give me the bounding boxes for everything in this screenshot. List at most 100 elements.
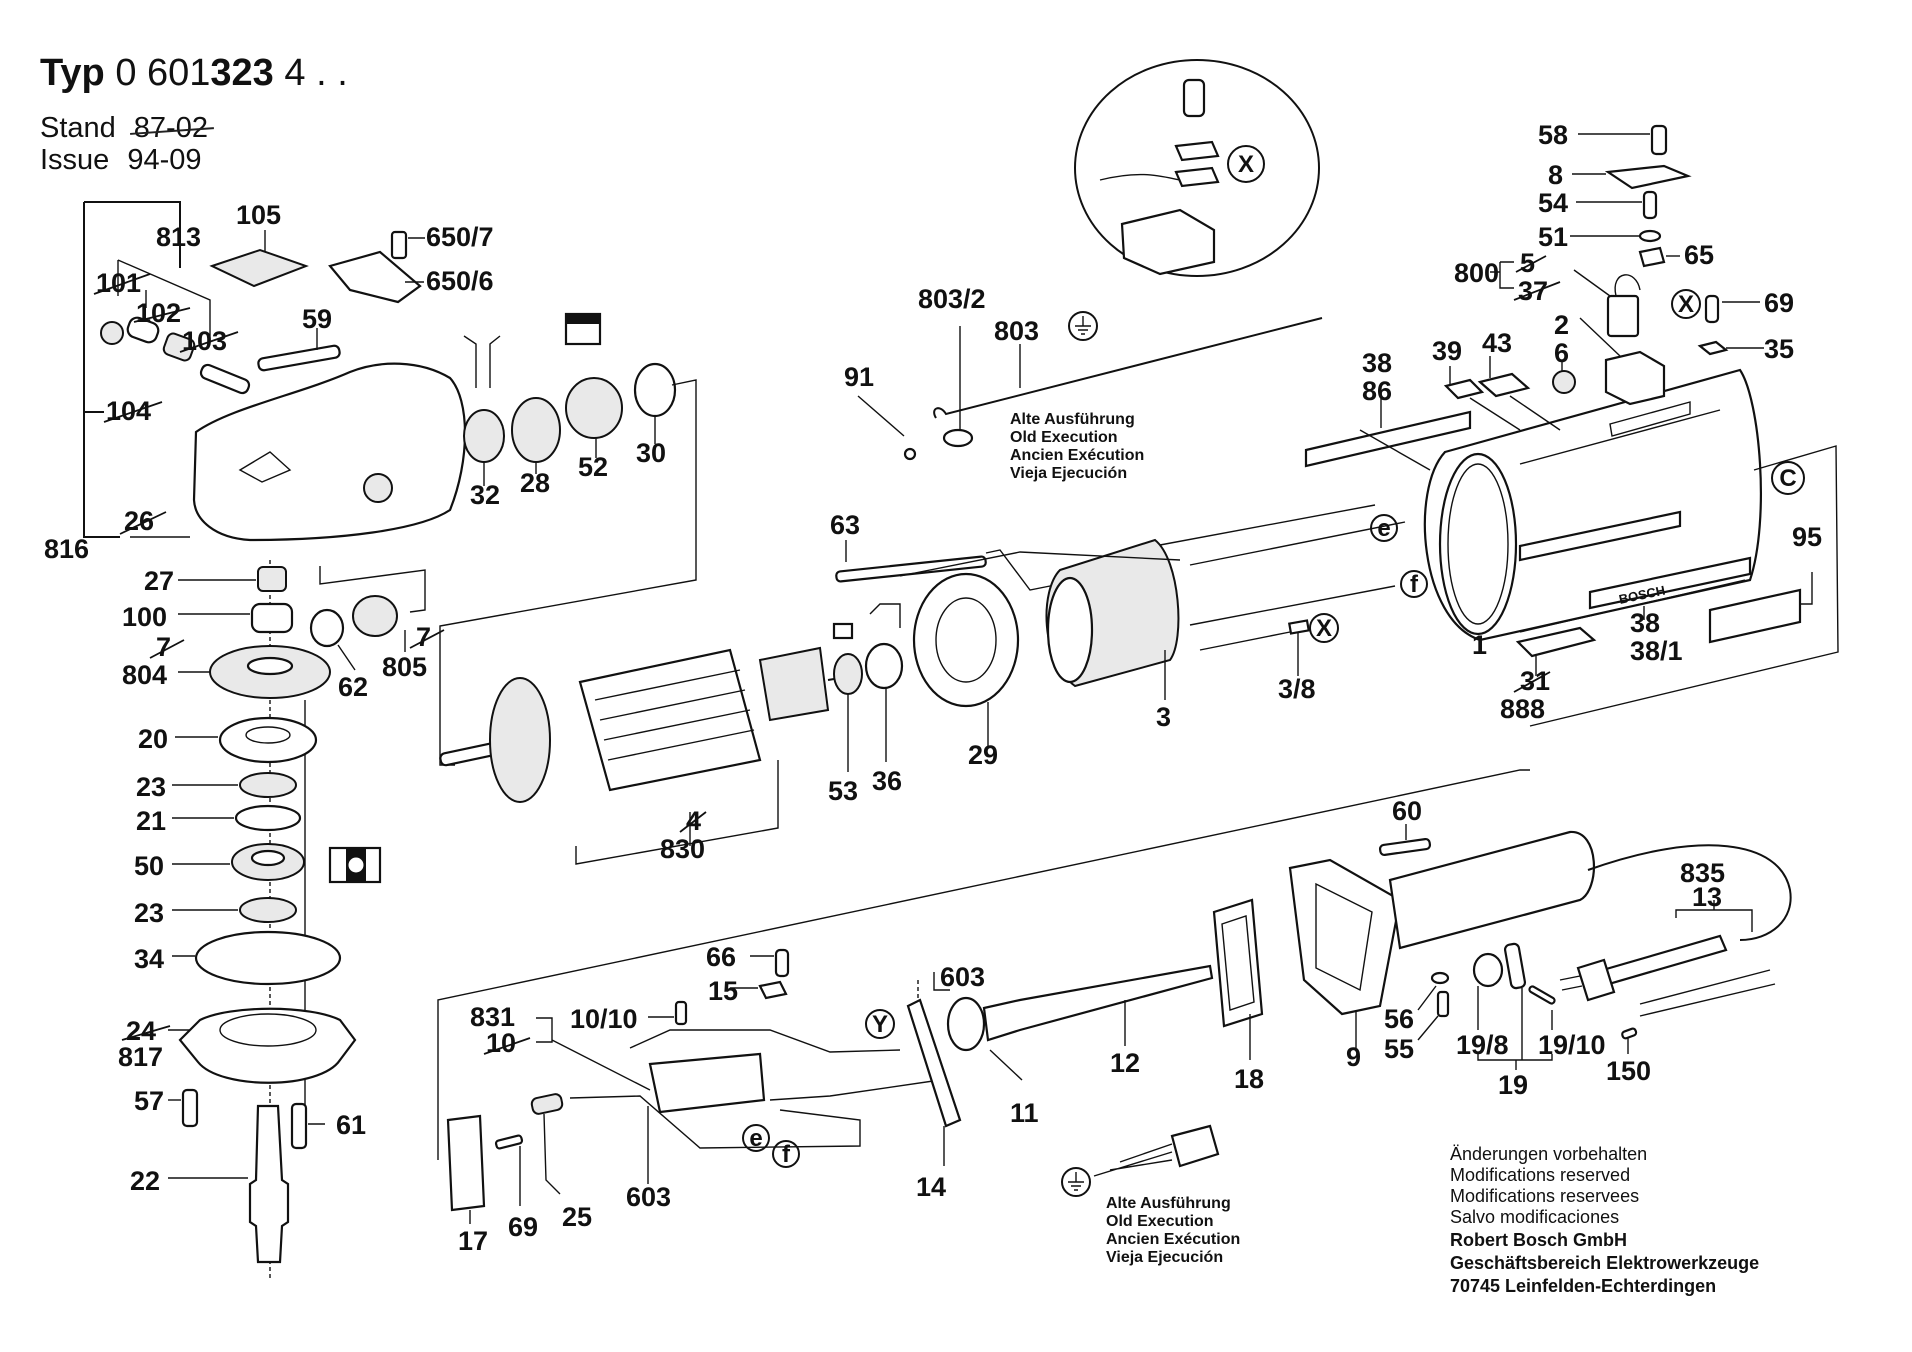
leader-11 xyxy=(989,1049,1023,1081)
plug-pins xyxy=(1559,975,1583,991)
part-9-handle-body xyxy=(1388,830,1596,950)
detail-screw xyxy=(1182,78,1206,118)
detail-x-circle xyxy=(1074,59,1320,277)
part-59-screw xyxy=(257,344,341,372)
callout-x-circle-2 xyxy=(1671,289,1701,319)
label-69-lower: 69 xyxy=(508,1212,538,1242)
stator-group xyxy=(899,504,1406,700)
part-53-bearing xyxy=(833,653,863,695)
label-100: 100 xyxy=(122,602,167,632)
callout-f-circle-2 xyxy=(772,1140,800,1168)
part-66-screw xyxy=(774,948,790,978)
part-22-spindle xyxy=(248,1104,290,1264)
housing-vent xyxy=(238,451,292,483)
detail-x-group xyxy=(1074,59,1320,277)
callout-y-text: Y xyxy=(872,1011,888,1038)
part-3-8-terminal xyxy=(1287,619,1311,635)
label-817: 817 xyxy=(118,1042,163,1072)
label-835: 835 xyxy=(1680,858,1725,888)
part-104-sleeve xyxy=(162,332,196,362)
armature-commutator xyxy=(758,646,830,722)
label-57: 57 xyxy=(134,1086,164,1116)
label-34: 34 xyxy=(134,944,164,974)
part-10-switch xyxy=(648,1052,766,1114)
typ-bold-number: 323 xyxy=(210,52,274,94)
ground-wire-group xyxy=(857,311,1323,461)
callout-c: C xyxy=(1771,461,1805,495)
label-54: 54 xyxy=(1538,188,1568,218)
part-51-washer xyxy=(1638,229,1662,243)
strike-103 xyxy=(179,331,239,353)
callout-y: Y xyxy=(865,1009,895,1039)
part-39-label xyxy=(1443,378,1485,400)
detail-wire xyxy=(1099,173,1181,181)
label-102-struck: 102 xyxy=(136,298,181,328)
callout-c-circle xyxy=(1771,461,1805,495)
note-bottom-line-en: Old Execution xyxy=(1106,1213,1214,1230)
stand-label: Stand xyxy=(40,112,116,144)
part-830-armature-core xyxy=(578,648,762,792)
label-9: 9 xyxy=(1346,1042,1361,1072)
label-2: 2 xyxy=(1554,310,1569,340)
label-29: 29 xyxy=(968,740,998,770)
part-27-needle-bearing xyxy=(257,566,287,592)
label-803-2: 803/2 xyxy=(918,284,986,314)
footer-notice: Änderungen vorbehalten Modifications res… xyxy=(1450,1144,1759,1297)
pinion-arrow-bracket xyxy=(319,566,426,613)
leader-86-housing xyxy=(1359,429,1431,471)
part-69-screw xyxy=(1704,294,1720,324)
label-19: 19 xyxy=(1498,1070,1528,1100)
part-61-screw xyxy=(290,1102,308,1150)
strike-31 xyxy=(1513,671,1551,693)
stator-axis-line xyxy=(899,551,1181,577)
callout-x-circle-3 xyxy=(1309,613,1339,643)
part-25-grommet xyxy=(530,1093,564,1115)
old-connector-wires xyxy=(1093,1143,1173,1177)
strike-102 xyxy=(133,307,191,323)
label-37-struck: 37 xyxy=(1518,276,1548,306)
detail-brush-holder xyxy=(1120,208,1216,276)
part-38-brand-plate xyxy=(1588,556,1752,610)
label-38-side: 38 xyxy=(1630,608,1660,638)
callout-e-text-2: e xyxy=(749,1125,762,1152)
label-63: 63 xyxy=(830,510,860,540)
label-6: 6 xyxy=(1554,338,1569,368)
bracket-10-831 xyxy=(536,1017,651,1091)
bearing-inner xyxy=(250,849,286,867)
part-150-ferrule xyxy=(1621,1027,1638,1040)
stand-value-struck: 87-02 xyxy=(133,112,208,144)
part-103-pin xyxy=(199,363,251,395)
part-100-bushing xyxy=(250,602,294,634)
label-58: 58 xyxy=(1538,120,1568,150)
part-105-label-plate xyxy=(209,248,309,288)
bearing-36-detail xyxy=(869,603,901,628)
housing-front-inner xyxy=(1447,463,1509,625)
old-execution-note-bottom: Alte Ausführung Old Execution Ancien Exé… xyxy=(1106,1195,1240,1266)
part-650-6-clamp xyxy=(328,250,422,304)
leader-2 xyxy=(1579,317,1621,357)
strike-4 xyxy=(679,811,707,833)
label-26-struck: 26 xyxy=(124,506,154,536)
part-2-brush-holder xyxy=(1604,350,1666,406)
front-bearings-group xyxy=(439,312,697,766)
part-18-seal xyxy=(1212,898,1264,1028)
label-39: 39 xyxy=(1432,336,1462,366)
part-10-10-screw xyxy=(674,1000,688,1026)
label-830: 830 xyxy=(660,834,705,864)
strike-101 xyxy=(93,273,151,295)
callout-x-stator: X xyxy=(1309,613,1339,643)
label-888: 888 xyxy=(1500,694,1545,724)
part-52-ball-bearing xyxy=(565,377,623,439)
label-28: 28 xyxy=(520,468,550,498)
part-800-carbon-brush xyxy=(1606,294,1640,338)
armature-group xyxy=(439,540,1061,865)
bearing-detail-ball xyxy=(347,856,365,874)
part-9-handle-end xyxy=(1288,858,1402,1016)
label-27: 27 xyxy=(144,566,174,596)
label-53: 53 xyxy=(828,776,858,806)
leader-95 xyxy=(1800,572,1813,605)
ground-symbol-icon xyxy=(1068,311,1098,341)
note-top-line-fr: Ancien Exécution xyxy=(1010,447,1144,464)
notice-fr: Modifications reservees xyxy=(1450,1186,1640,1206)
leader-62 xyxy=(337,644,356,671)
